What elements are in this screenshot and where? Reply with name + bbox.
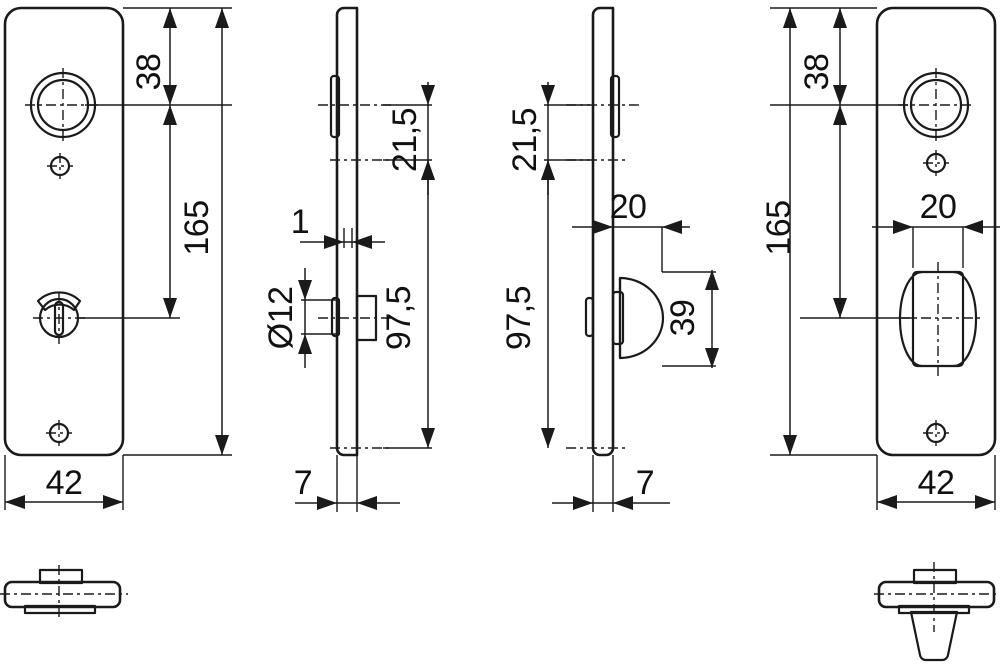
dimension-39-label-view3: 39 — [664, 300, 702, 337]
dimension-20-label-view4: 20 — [920, 188, 957, 226]
thumbturn-front-right-arc — [953, 270, 978, 368]
dimension-38-view1: 38 — [130, 8, 177, 105]
dimension-20-view4: 20 — [872, 188, 1000, 268]
dimension-overall-view1 — [215, 8, 229, 455]
detail-conical-knob — [909, 610, 959, 662]
detail-plate-boss — [38, 568, 84, 585]
dimension-21-5-label-view2: 21,5 — [386, 108, 424, 172]
view-side-left: 21,5 1 Ø12 97,5 — [262, 6, 435, 512]
turn-boss-side-right — [584, 296, 595, 338]
dimension-dia12-view2: Ø12 — [262, 268, 340, 368]
handle-boss-side-right — [609, 74, 621, 139]
view-front-right: 38 165 20 — [760, 6, 1000, 510]
detail-knob-plate-boss — [912, 568, 958, 585]
dimension-38-label-view4: 38 — [798, 54, 836, 91]
dimension-1-label-view2: 1 — [291, 203, 309, 241]
dimension-165-label-view4: 165 — [760, 200, 798, 255]
turn-indicator-arc — [36, 291, 82, 312]
knob-base-plate — [611, 290, 625, 346]
dimension-165-view4: 165 — [760, 105, 847, 318]
detail-plate-underside — [23, 604, 97, 615]
handle-boss-side — [329, 74, 341, 139]
detail-plan-knob — [874, 562, 1000, 662]
dimension-21-5-label-view3: 21,5 — [506, 108, 544, 172]
escutcheon-plate-outline — [3, 6, 125, 457]
dimension-7-view2: 7 — [294, 455, 400, 512]
dimension-20-view3: 20 — [572, 188, 690, 272]
dimension-20-label-view3: 20 — [610, 188, 647, 226]
plate-side-profile-right — [591, 6, 615, 457]
dimension-165-label-view1: 165 — [178, 200, 216, 255]
dimension-42-label-view4: 42 — [918, 464, 955, 502]
dimension-dia12-label-view2: Ø12 — [262, 287, 300, 350]
dimension-39-view3: 39 — [662, 270, 719, 368]
dimension-42-view4: 42 — [876, 455, 996, 510]
dimension-overall-view4 — [783, 8, 797, 455]
dimension-21-5-view3: 21,5 — [506, 82, 590, 195]
dimension-97-5-view3: 97,5 — [500, 160, 555, 448]
dimension-42-view1: 42 — [4, 455, 124, 510]
dimension-7-view3: 7 — [552, 455, 670, 512]
plate-side-profile-left — [335, 6, 359, 457]
dimension-97-5-view2: 97,5 — [380, 160, 435, 449]
dimension-97-5-label-view3: 97,5 — [500, 286, 538, 350]
thumbturn-knob-profile — [618, 276, 665, 360]
dimension-7-label-view2: 7 — [294, 464, 312, 502]
dimension-97-5-label-view2: 97,5 — [380, 286, 418, 350]
dimension-42-label-view1: 42 — [46, 464, 83, 502]
dimension-38-label-view1: 38 — [130, 54, 168, 91]
dimension-7-label-view3: 7 — [636, 464, 654, 502]
view-side-right: 21,5 97,5 20 39 — [500, 6, 719, 512]
turn-boss-side — [330, 296, 341, 338]
detail-plan-plate — [0, 565, 128, 618]
dimension-38-view4: 38 — [798, 8, 847, 105]
thumbturn-front-left-arc — [898, 270, 923, 368]
dimension-165-view1: 165 — [163, 105, 216, 318]
view-front-left: 38 165 42 — [3, 6, 232, 510]
dimension-1-view2: 1 — [291, 203, 385, 249]
